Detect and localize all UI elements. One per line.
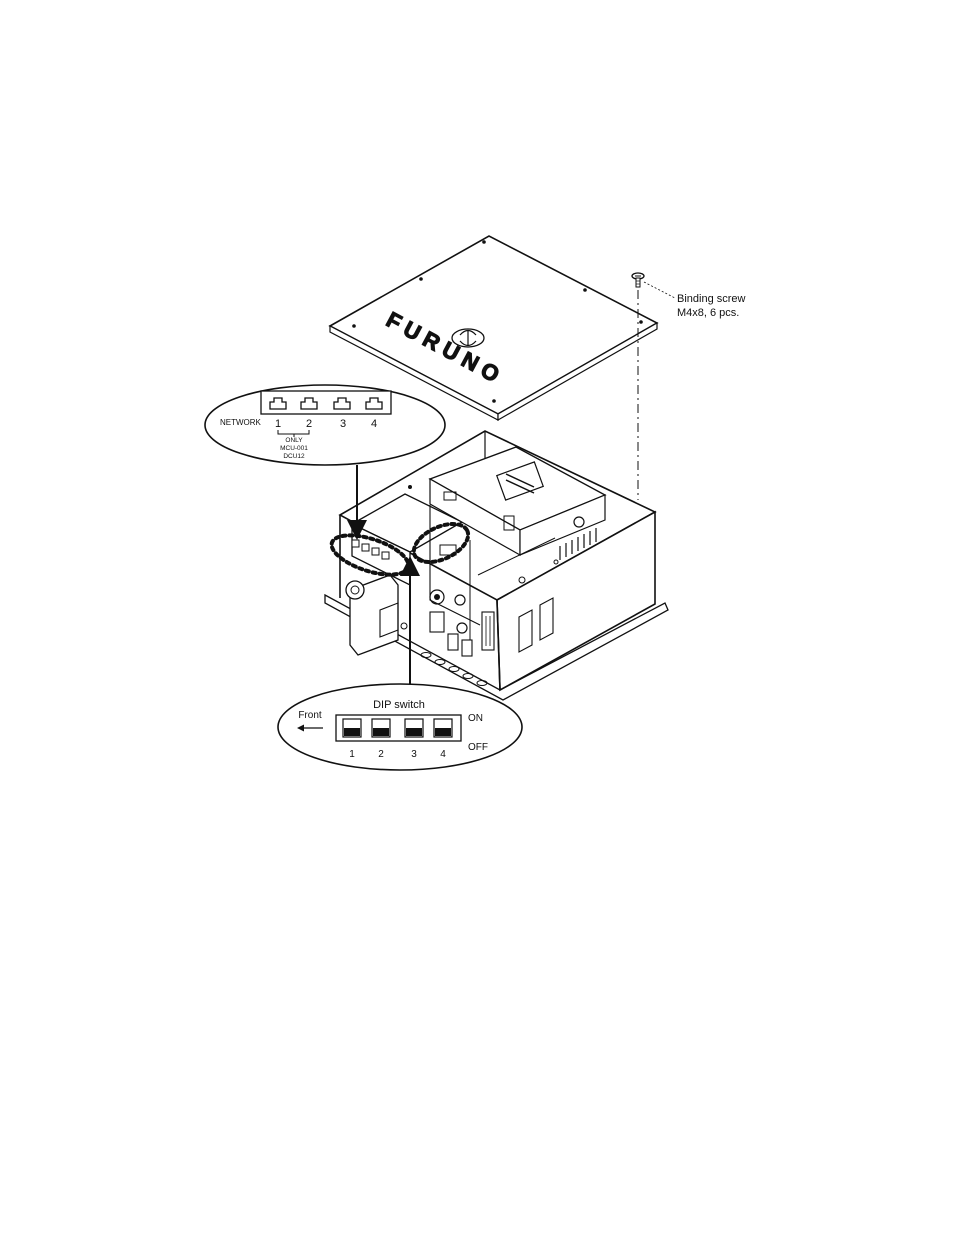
dip-switch-callout: DIP switch Front ON OFF 1 2 3 4	[277, 683, 523, 771]
screw-label-line1: Binding screw	[677, 293, 746, 305]
dip-switch-4	[433, 718, 453, 738]
network-callout: NETWORK 1 2 3 4 ONLY MCU-001 DCU12	[204, 384, 446, 466]
dip-switch-2	[371, 718, 391, 738]
network-port-panel	[260, 390, 392, 415]
dip-switch-number-3: 3	[411, 749, 417, 760]
dip-switch-number-1: 1	[349, 749, 355, 760]
network-note-line1: ONLY	[285, 437, 303, 444]
network-port-icon-2	[300, 397, 318, 410]
network-port-number-3: 3	[340, 418, 346, 430]
dip-switch-3	[404, 718, 424, 738]
off-label: OFF	[468, 742, 488, 753]
network-port-number-2: 2	[306, 418, 312, 430]
front-label: Front	[298, 710, 322, 721]
dip-switch-1	[342, 718, 362, 738]
network-port-number-1: 1	[275, 418, 281, 430]
screw-label-line2: M4x8, 6 pcs.	[677, 307, 739, 319]
cabinet	[324, 430, 669, 701]
on-label: ON	[468, 713, 483, 724]
binding-screw	[631, 272, 645, 288]
network-port-icon-3	[333, 397, 351, 410]
network-port-icon-1	[269, 397, 287, 410]
dip-switch-highlight	[411, 522, 471, 564]
network-ports-on-unit	[351, 539, 390, 560]
network-note-line3: DCU12	[283, 453, 305, 460]
network-label: NETWORK	[220, 418, 262, 427]
lid-cover	[328, 235, 659, 422]
dip-switch-number-2: 2	[378, 749, 384, 760]
screw-leader-line	[643, 281, 676, 299]
network-port-icon-4	[365, 397, 383, 410]
network-port-number-4: 4	[371, 418, 377, 430]
network-note-line2: MCU-001	[280, 445, 308, 452]
dip-switch-number-4: 4	[440, 749, 446, 760]
dip-switch-title: DIP switch	[373, 699, 425, 711]
front-arrow-icon	[297, 724, 323, 732]
